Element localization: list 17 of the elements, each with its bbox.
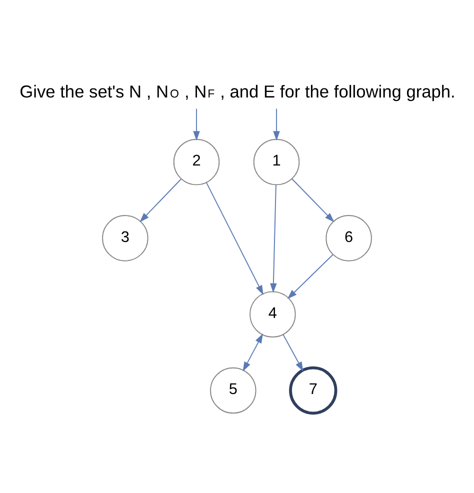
arrow xyxy=(140,178,182,222)
node-circle: 1 xyxy=(253,138,300,185)
arrow xyxy=(242,333,263,371)
diagram-title: Give the set's N , NO , NF , and E for the following graph. xyxy=(20,81,456,102)
node-circle: 6 xyxy=(326,214,372,261)
node-circle: 5 xyxy=(210,366,256,414)
node-circle: 3 xyxy=(102,214,148,261)
node-circle: 4 xyxy=(250,290,296,337)
arrow xyxy=(287,254,334,299)
arrow xyxy=(206,182,264,295)
arrow xyxy=(193,108,200,140)
arrow xyxy=(270,184,277,292)
node-circle: 2 xyxy=(173,138,220,185)
arrow xyxy=(282,334,304,371)
arrow xyxy=(273,108,280,140)
arrow xyxy=(291,178,334,222)
node-circle: 7 xyxy=(289,366,338,414)
